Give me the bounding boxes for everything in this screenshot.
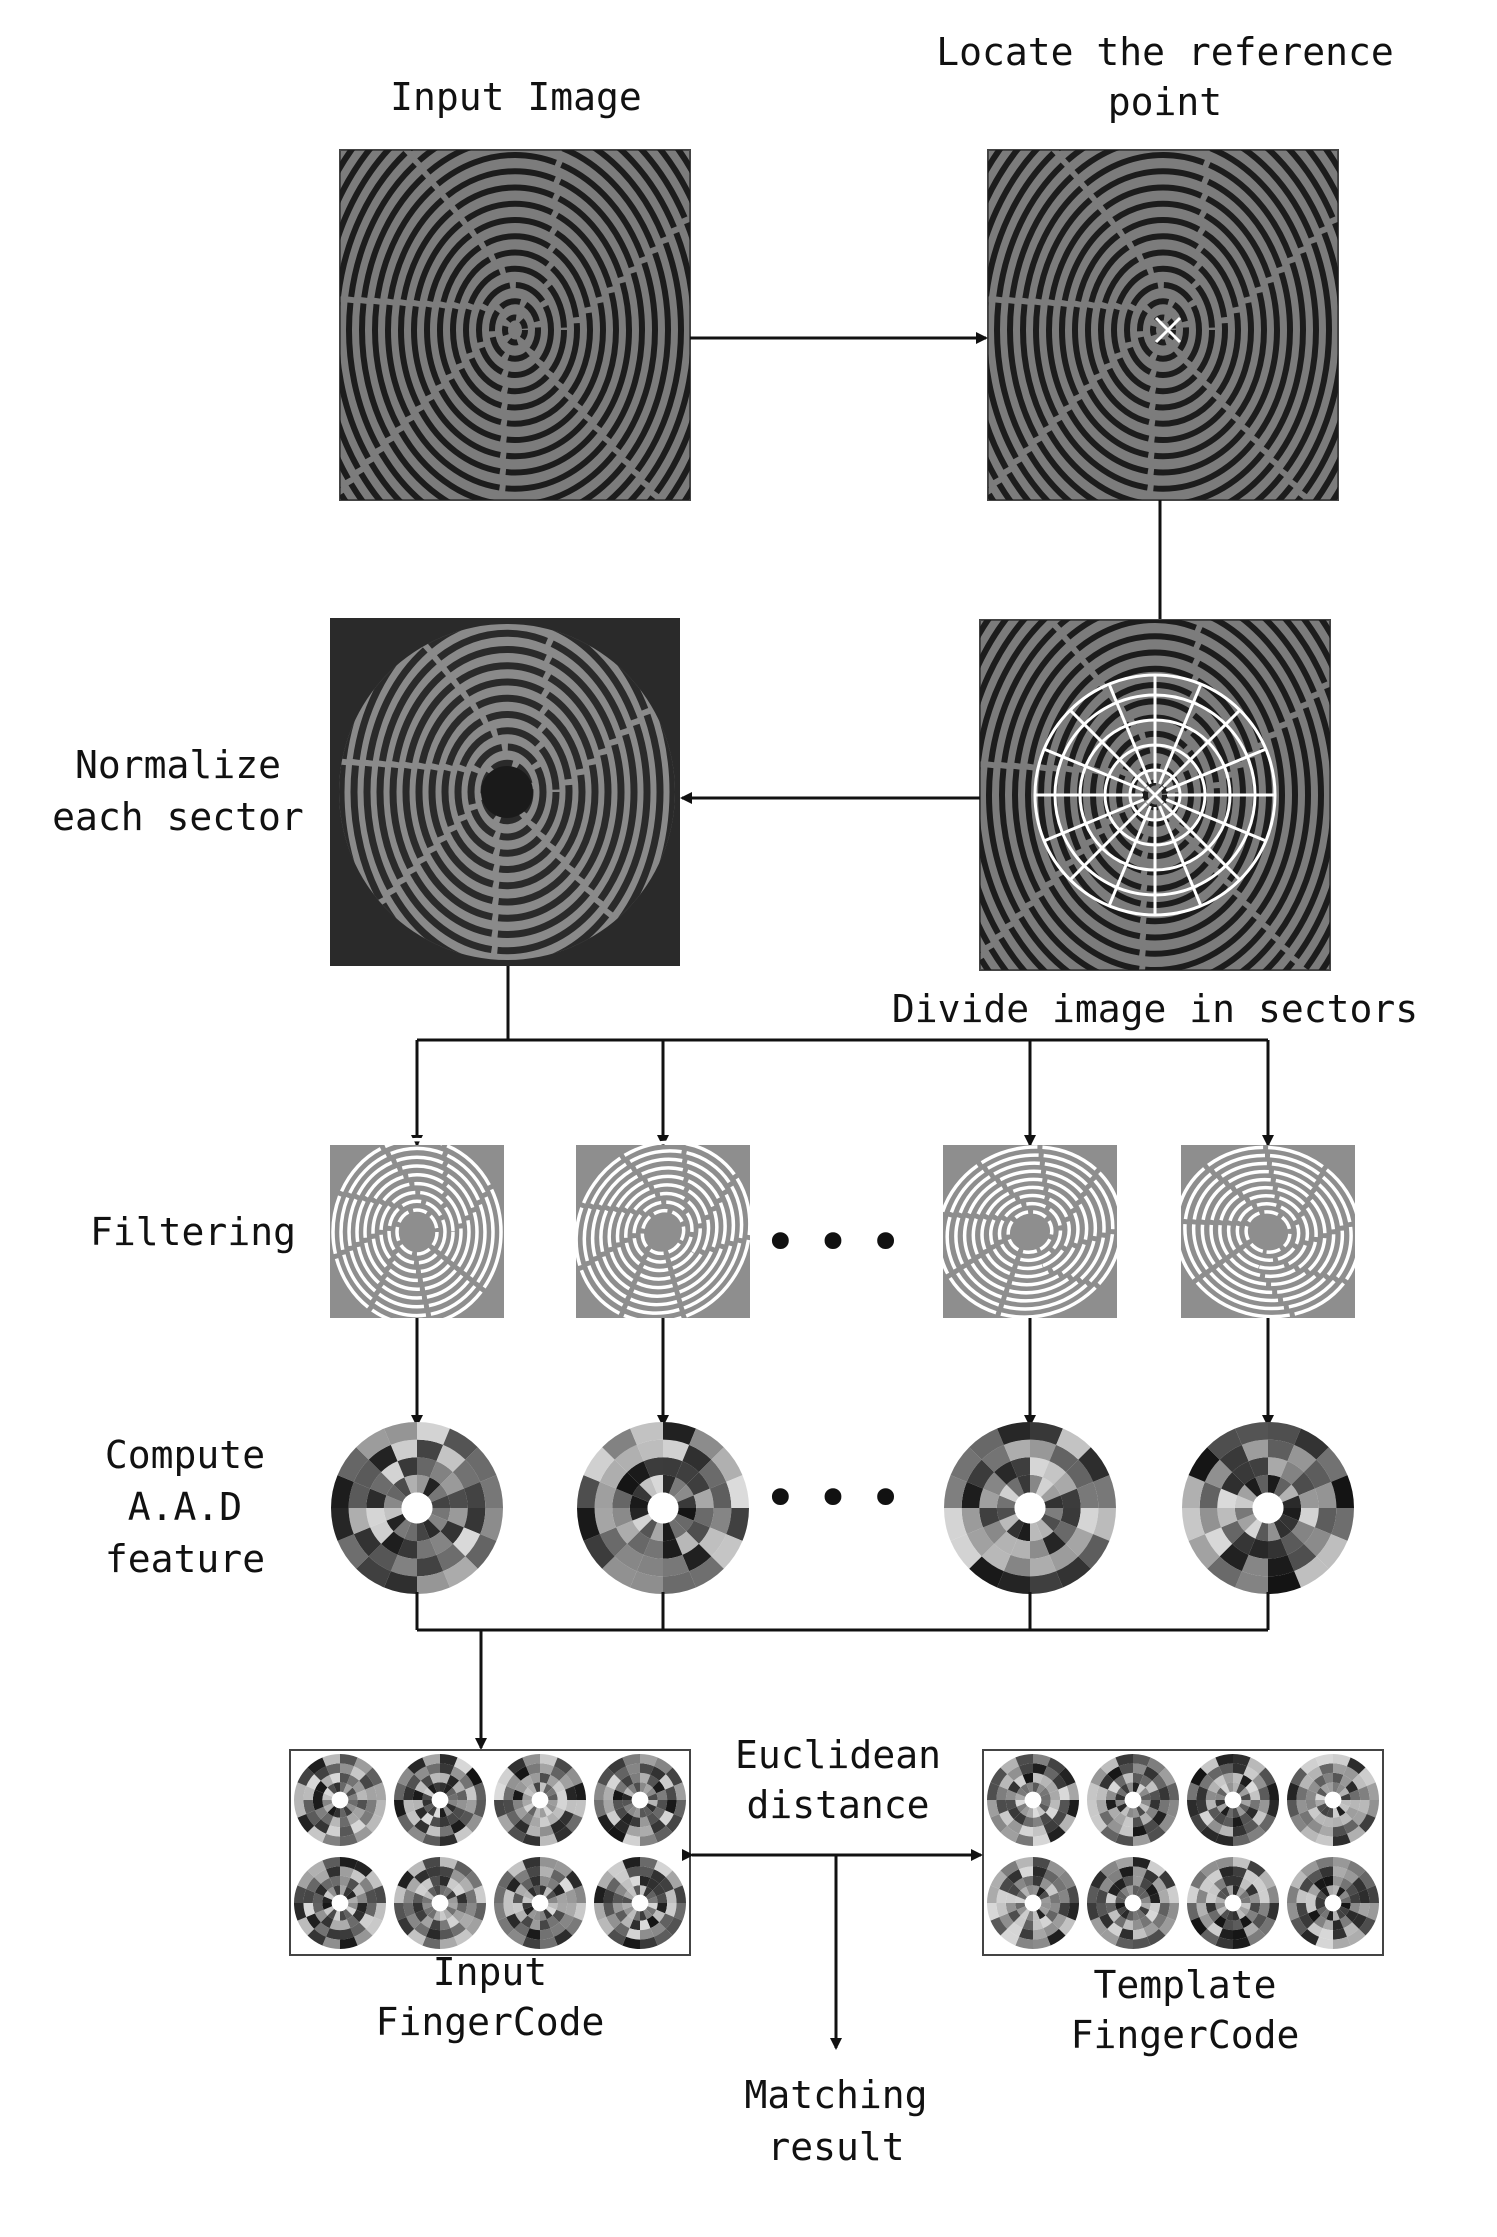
euclidean-distance-label-line1: Euclidean — [735, 1733, 941, 1777]
filter-ellipsis: • • • — [763, 1208, 903, 1276]
input-fingercode-disc-8 — [594, 1857, 686, 1949]
template-fingercode-disc-8 — [1287, 1857, 1379, 1949]
filtered-image-4 — [1174, 1145, 1362, 1319]
normalize-label-line2: each sector — [52, 795, 304, 839]
compute-aad-label-line3: feature — [105, 1537, 265, 1581]
aad-feature-disc-4 — [1182, 1422, 1354, 1594]
input-fingercode-panel — [289, 1749, 691, 1956]
feature-ellipsis: • • • — [763, 1464, 903, 1532]
template-fingercode-panel — [982, 1749, 1384, 1956]
template-fingercode-label-line2: FingerCode — [1071, 2013, 1300, 2057]
sector-divided-fingerprint-image — [979, 619, 1331, 971]
euclidean-distance-label-line2: distance — [746, 1783, 929, 1827]
reference-point-fingerprint-image — [987, 149, 1339, 501]
compute-aad-label-line2: A.A.D — [128, 1485, 242, 1529]
input-fingercode-disc-2 — [394, 1754, 487, 1846]
aad-feature-disc-1 — [331, 1422, 503, 1594]
aad-feature-disc-2 — [577, 1422, 749, 1594]
aad-feature-discs-row — [331, 1422, 1354, 1594]
normalized-sector-image — [330, 618, 680, 966]
filtering-label: Filtering — [90, 1210, 296, 1254]
template-fingercode-disc-6 — [1087, 1857, 1179, 1949]
feature-merge-lines — [415, 1592, 1270, 1632]
input-fingercode-disc-4 — [594, 1754, 686, 1846]
template-fingercode-disc-1 — [987, 1754, 1079, 1846]
input-fingerprint-image — [339, 149, 691, 501]
filtered-image-2 — [574, 1140, 752, 1324]
input-fingercode-disc-7 — [494, 1857, 586, 1949]
input-fingercode-disc-6 — [394, 1857, 486, 1949]
input-fingercode-label-line1: Input — [433, 1950, 547, 1994]
filtered-images-row — [330, 1137, 1362, 1327]
branch-connector-lines — [417, 966, 1268, 1042]
input-fingercode-disc-5 — [294, 1857, 386, 1949]
compute-aad-label-line1: Compute — [105, 1433, 265, 1477]
divide-sectors-label: Divide image in sectors — [892, 987, 1418, 1031]
template-fingercode-label-line1: Template — [1093, 1963, 1276, 2007]
reference-point-marker-icon — [1154, 316, 1182, 344]
filtered-image-3 — [936, 1145, 1124, 1319]
input-fingercode-disc-3 — [494, 1754, 586, 1846]
input-fingercode-disc-1 — [294, 1754, 387, 1846]
template-fingercode-disc-2 — [1087, 1754, 1179, 1846]
sector-grid-overlay — [1033, 673, 1277, 917]
locate-reference-label-line1: Locate the reference — [936, 30, 1394, 74]
template-fingercode-disc-5 — [987, 1857, 1079, 1949]
matching-result-label-line1: Matching — [744, 2073, 927, 2117]
input-fingercode-label-line2: FingerCode — [376, 2000, 605, 2044]
aad-feature-disc-3 — [944, 1422, 1116, 1594]
template-fingercode-disc-7 — [1187, 1857, 1279, 1949]
template-fingercode-disc-4 — [1287, 1754, 1379, 1846]
template-fingercode-disc-3 — [1187, 1754, 1279, 1846]
filtered-image-1 — [330, 1137, 504, 1327]
input-image-label: Input Image — [390, 75, 642, 119]
locate-reference-label-line2: point — [1108, 80, 1222, 124]
normalize-label-line1: Normalize — [75, 743, 281, 787]
matching-result-label-line2: result — [767, 2125, 904, 2169]
